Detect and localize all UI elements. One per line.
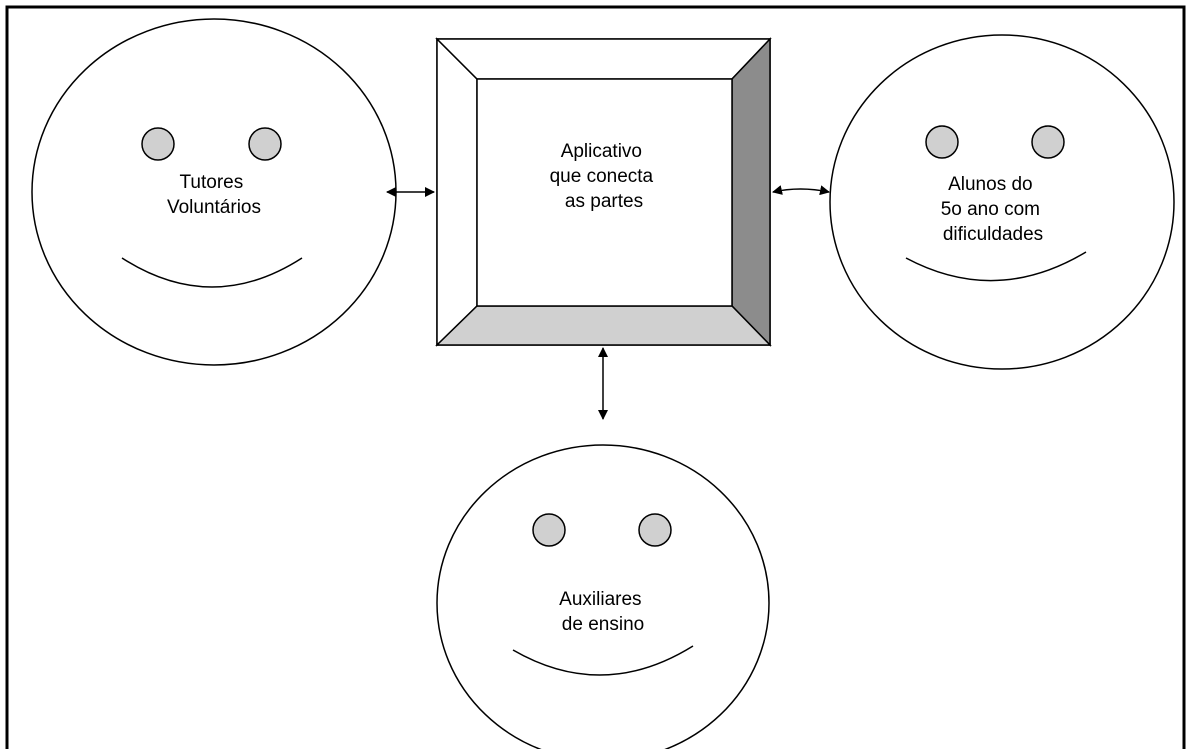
face-label-line: Alunos do [948,174,1033,195]
face-outline [829,34,1175,370]
face-label: Tutores Voluntários [167,172,261,218]
face-tutores: Tutores Voluntários [31,18,397,366]
left-eye-icon [532,513,566,547]
left-eye-icon [141,127,175,161]
app-box-bevel-bottom [435,305,772,346]
smile-icon [512,645,694,676]
face-outline [436,444,770,749]
arrow-app-alunos [772,185,830,196]
app-box-label-line: que conecta [550,166,654,187]
app-box-label-line: as partes [565,191,643,212]
face-alunos: Alunos do 5o ano com dificuldades [829,34,1175,370]
page-frame [5,5,1186,749]
app-box: Aplicativo que conecta as partes [435,37,772,347]
face-label-line: Auxiliares [559,589,641,610]
app-box-bevel-top [435,38,772,80]
smile-icon [121,257,303,288]
face-label-line: Tutores [180,172,244,193]
app-box-panel [476,78,733,307]
app-box-label: Aplicativo que conecta as partes [550,141,659,212]
face-label: Alunos do 5o ano com dificuldades [941,174,1046,245]
face-label-line: Voluntários [167,197,261,218]
right-eye-icon [1031,125,1065,159]
face-auxiliares: Auxiliares de ensino [436,444,770,749]
right-eye-icon [638,513,672,547]
face-label-line: de ensino [562,614,644,635]
face-label-line: 5o ano com [941,199,1040,220]
app-box-bevel-left [436,37,478,347]
app-box-bevel-right [731,37,771,347]
face-label-line: dificuldades [943,224,1043,245]
left-eye-icon [925,125,959,159]
right-eye-icon [248,127,282,161]
app-box-label-line: Aplicativo [561,141,642,162]
smile-icon [905,251,1087,282]
face-label: Auxiliares de ensino [559,589,647,635]
